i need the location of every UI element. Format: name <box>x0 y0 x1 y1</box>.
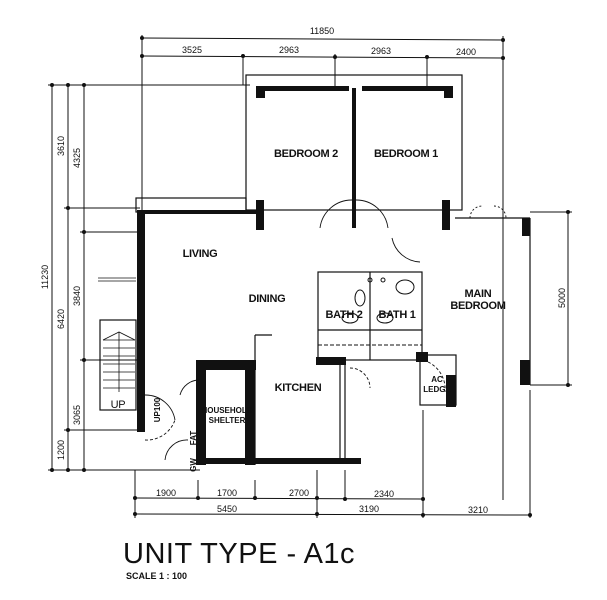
dim-bottom: 2340 <box>374 489 394 499</box>
dim-left-inner: 3065 <box>72 405 82 425</box>
room-label-household-shelter: SHELTER <box>209 416 246 425</box>
staircase <box>98 277 136 392</box>
room-label-dining: DINING <box>249 293 286 305</box>
dim-top-total: 11850 <box>310 26 334 36</box>
dim-left-total: 11230 <box>40 265 50 289</box>
stair-label-up: UP <box>111 399 126 411</box>
dim-left: 3610 <box>56 136 66 156</box>
dim-left: 1200 <box>56 440 66 460</box>
toilet-icon <box>354 289 366 307</box>
room-label-kitchen: KITCHEN <box>275 382 322 394</box>
thick-walls <box>137 86 530 465</box>
room-label-ac-ledge: LEDGE <box>423 385 451 394</box>
label-gw: GW <box>189 458 198 472</box>
dim-left: 6420 <box>56 309 66 329</box>
room-label-bedroom-1: BEDROOM 1 <box>374 148 438 160</box>
room-label-main-bedroom: BEDROOM <box>450 300 505 312</box>
dim-bottom-outer: 3190 <box>359 504 379 514</box>
dim-bottom: 1700 <box>217 488 237 498</box>
plan-title: UNIT TYPE - A1c <box>123 538 356 570</box>
label-up100: UP100 <box>153 397 162 422</box>
room-label-living: LIVING <box>183 248 218 260</box>
dim-top: 3525 <box>182 45 202 55</box>
thin-walls <box>99 74 531 465</box>
door-swings <box>144 199 507 461</box>
dim-left-inner: 3840 <box>72 286 82 306</box>
dim-bottom-outer: 5450 <box>217 504 237 514</box>
dimension-lines <box>48 35 572 518</box>
room-label-main-bedroom: MAIN <box>465 288 492 300</box>
room-label-bedroom-2: BEDROOM 2 <box>274 148 338 160</box>
plan-scale: SCALE 1 : 100 <box>126 571 188 581</box>
dimension-ticks <box>50 36 570 517</box>
room-label-ac-ledge: AC <box>431 375 443 384</box>
dim-top: 2963 <box>279 45 299 55</box>
dim-top: 2400 <box>456 47 476 57</box>
bath-fixtures <box>341 277 415 324</box>
dim-bottom-outer: 3210 <box>468 505 488 515</box>
dim-bottom: 2700 <box>289 488 309 498</box>
dim-bottom: 1900 <box>156 488 176 498</box>
room-label-bath-2: BATH 2 <box>325 309 362 321</box>
dim-top: 2963 <box>371 46 391 56</box>
room-label-bath-1: BATH 1 <box>378 309 415 321</box>
sink-icon <box>395 279 415 295</box>
room-label-household-shelter: HOUSEHOLD <box>201 406 252 415</box>
label-fat: FAT <box>189 431 198 446</box>
dim-left-inner: 4325 <box>72 148 82 168</box>
dim-right: 5000 <box>557 288 567 308</box>
